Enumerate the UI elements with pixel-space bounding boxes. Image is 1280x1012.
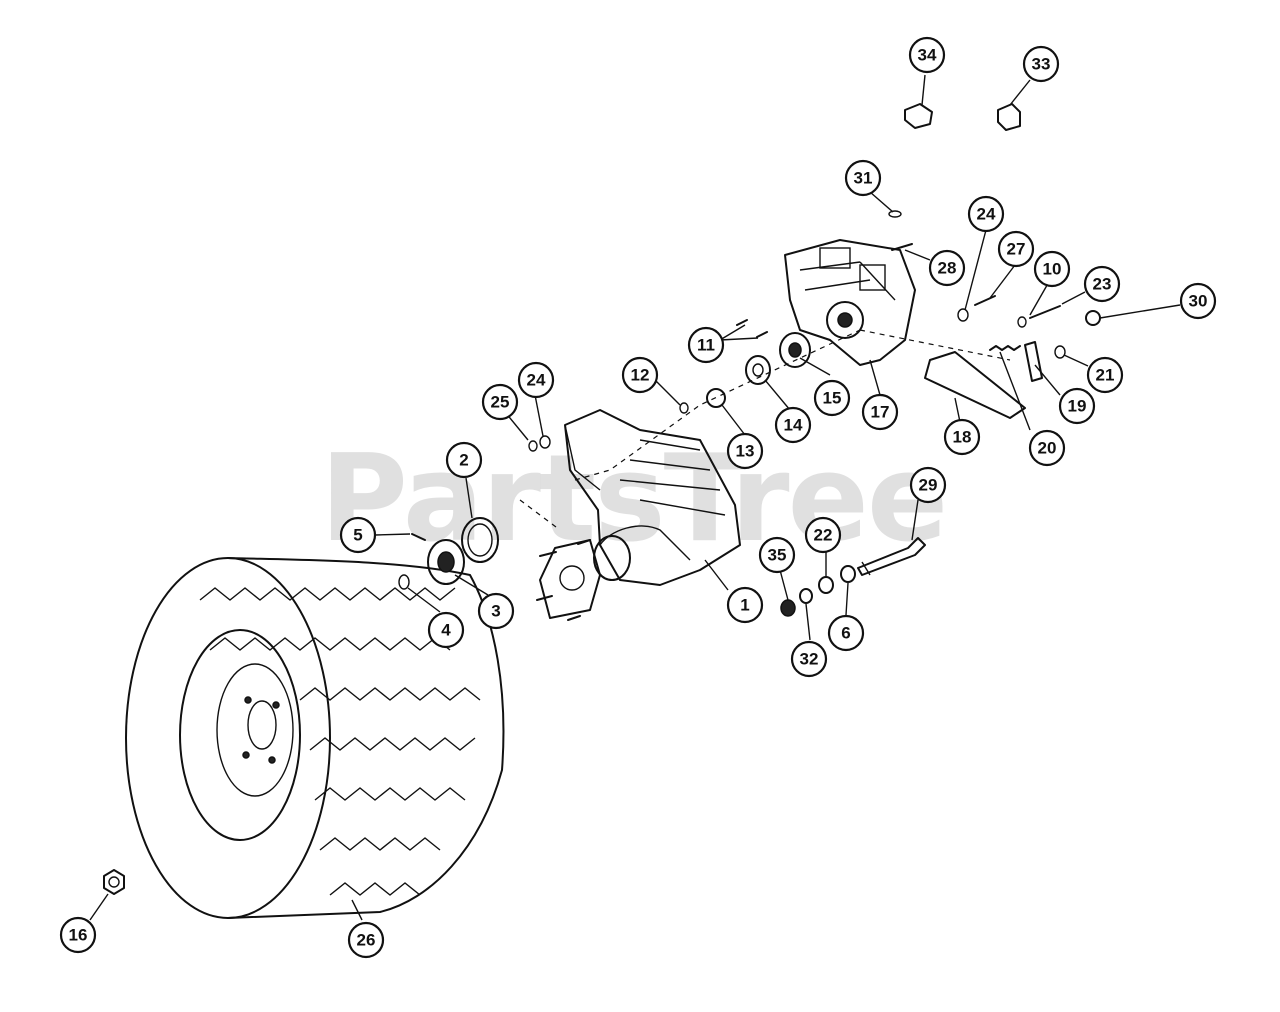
callout-21: 21 [1086,356,1124,394]
callout-label: 26 [357,931,376,950]
callout-label: 16 [69,926,88,945]
callout-22: 22 [804,516,842,554]
callout-label: 23 [1093,275,1112,294]
callout-label: 15 [823,389,842,408]
callout-label: 18 [953,428,972,447]
callout-label: 25 [491,393,510,412]
callout-4: 4 [427,611,465,649]
leader-lines [89,74,1181,921]
small-parts-drawing [736,210,1101,419]
callout-label: 12 [631,366,650,385]
callout-30: 30 [1179,282,1217,320]
callout-label: 6 [841,624,850,643]
callout-29: 29 [909,466,947,504]
callout-label: 22 [814,526,833,545]
callout-15: 15 [813,379,851,417]
callout-16: 16 [59,916,97,954]
callout-label: 31 [854,169,873,188]
callout-label: 33 [1032,55,1051,74]
callout-label: 20 [1038,439,1057,458]
callout-24-left: 24 [517,361,555,399]
callout-label: 35 [768,546,787,565]
callout-label: 19 [1068,397,1087,416]
callout-label: 24 [977,205,996,224]
gear-bearing-drawing [519,329,1011,531]
bolt-nuts-drawing [780,537,926,617]
callout-5: 5 [339,516,377,554]
callout-14: 14 [774,406,812,444]
callout-13: 13 [726,432,764,470]
callout-label: 1 [740,596,749,615]
hub-flange-drawing [536,539,601,621]
callout-17: 17 [861,393,899,431]
callout-label: 10 [1043,260,1062,279]
callout-label: 27 [1007,240,1026,259]
callout-label: 2 [459,451,468,470]
callout-10: 10 [1033,250,1071,288]
callout-18: 18 [943,418,981,456]
callout-label: 5 [353,526,362,545]
callout-19: 19 [1058,387,1096,425]
callout-label: 34 [918,46,937,65]
callout-26: 26 [347,921,385,959]
callout-25: 25 [481,383,519,421]
transaxle-housing-drawing [564,409,741,586]
callout-label: 28 [938,259,957,278]
callout-24-right: 24 [967,195,1005,233]
hydrostatic-unit-drawing [784,239,916,366]
callout-35: 35 [758,536,796,574]
lug-nut-drawing [103,869,125,895]
callout-label: 11 [697,336,715,355]
callout-32: 32 [790,640,828,678]
callout-11: 11 [687,326,725,364]
callout-1: 1 [726,586,764,624]
callout-12: 12 [621,356,659,394]
callout-label: 14 [784,416,803,435]
callout-label: 21 [1096,366,1115,385]
callout-2: 2 [445,441,483,479]
callout-label: 29 [919,476,938,495]
callout-28: 28 [928,249,966,287]
tire-wheel-drawing [125,557,505,919]
callout-label: 13 [736,442,755,461]
callout-33: 33 [1022,45,1060,83]
callout-20: 20 [1028,429,1066,467]
fittings-drawing [904,103,1021,131]
callout-label: 30 [1189,292,1208,311]
callout-label: 17 [871,403,890,422]
bearing-clamp-drawing [398,435,551,590]
callout-6: 6 [827,614,865,652]
callout-label: 32 [800,650,819,669]
callout-27: 27 [997,230,1035,268]
callout-34: 34 [908,36,946,74]
callout-31: 31 [844,159,882,197]
callout-label: 4 [441,621,451,640]
callout-23: 23 [1083,265,1121,303]
callout-label: 24 [527,371,546,390]
callout-3: 3 [477,592,515,630]
callout-label: 3 [491,602,500,621]
